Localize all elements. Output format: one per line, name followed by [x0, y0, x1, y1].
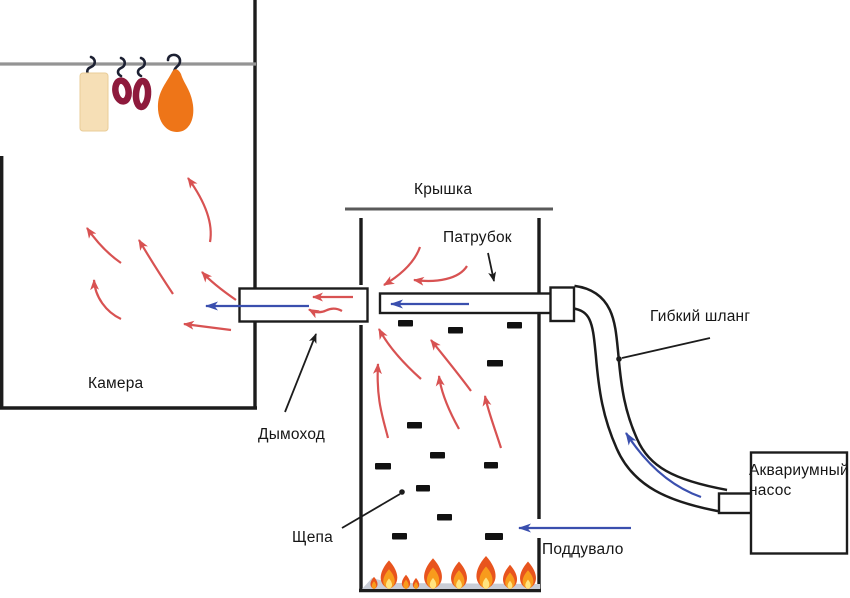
smoke-arrow: [372, 363, 390, 439]
wood-chip: [507, 322, 522, 329]
label-nozzle: Патрубок: [443, 229, 512, 246]
ham: [157, 69, 194, 132]
hook-icon: [166, 53, 182, 75]
meat-slab: [79, 72, 109, 132]
label-wood-chips: Щепа: [292, 529, 333, 546]
label-chamber: Камера: [88, 375, 144, 392]
pipe-smoke-arrows: [308, 292, 353, 319]
flame: [412, 578, 420, 589]
hose-pointer-dot: [616, 356, 622, 362]
label-air-vent: Поддувало: [542, 541, 624, 558]
wood-chip: [487, 360, 503, 367]
smoke-generator: [345, 207, 553, 593]
smoke-arrow: [383, 246, 422, 286]
fire: [370, 556, 536, 589]
sausage-ring: [112, 77, 132, 105]
wood-chip: [448, 327, 463, 334]
smoke-arrow: [378, 328, 422, 380]
label-hose: Гибкий шланг: [650, 308, 751, 325]
wood-chip: [437, 514, 452, 521]
label-pointers: [284, 252, 711, 529]
wood-chip: [485, 533, 503, 540]
flame: [401, 574, 411, 589]
smoke-arrow: [435, 375, 460, 430]
wood-chip: [375, 463, 391, 470]
hook-icon: [136, 56, 147, 78]
sausage-ring: [132, 77, 152, 111]
pump-box: [749, 451, 849, 555]
wood-chip: [416, 485, 430, 492]
flexible-hose-inner: [570, 287, 727, 511]
smoke-arrow: [201, 271, 237, 301]
flame: [451, 561, 467, 589]
smoke-arrow: [482, 395, 503, 449]
smoke-arrows: [86, 177, 503, 449]
flame: [370, 576, 378, 589]
label-lid: Крышка: [414, 181, 473, 198]
wood-chip: [484, 462, 498, 469]
label-chimney: Дымоход: [258, 426, 326, 443]
flame: [520, 561, 536, 589]
flame: [380, 560, 398, 589]
smoke-arrow: [430, 339, 472, 392]
chips-pointer-dot: [399, 489, 405, 495]
nozzle-pointer-arrow: [487, 252, 497, 282]
hose-pointer-line: [621, 337, 711, 359]
flame: [424, 558, 442, 589]
flame: [476, 556, 496, 589]
air-arrows: [205, 299, 702, 533]
smoke-arrow: [90, 279, 122, 320]
smoking-chamber: [0, 0, 257, 410]
chimney-pointer-arrow: [284, 333, 317, 413]
hose-coupling: [549, 286, 576, 323]
smoke-arrow: [413, 265, 468, 286]
wood-chip: [398, 320, 413, 327]
chips-pointer-line: [341, 493, 401, 529]
wood-chip: [430, 452, 445, 459]
label-pump-line2: насос: [749, 482, 792, 499]
smoke-arrow: [308, 307, 343, 319]
smoke-arrow: [86, 227, 122, 264]
label-pump-line1: Аквариумный: [749, 462, 849, 479]
hook-icon: [116, 56, 127, 78]
smoke-arrow: [187, 177, 212, 243]
pump-connector: [717, 492, 755, 515]
air-arrow-hose: [625, 432, 702, 499]
label-pump: Аквариумный насос: [749, 461, 849, 501]
wood-chip: [392, 533, 407, 540]
wood-chip: [407, 422, 422, 429]
wood-chips: [375, 320, 522, 540]
flame: [502, 564, 518, 589]
smoke-arrow: [183, 320, 232, 332]
smoke-arrow: [138, 239, 174, 295]
